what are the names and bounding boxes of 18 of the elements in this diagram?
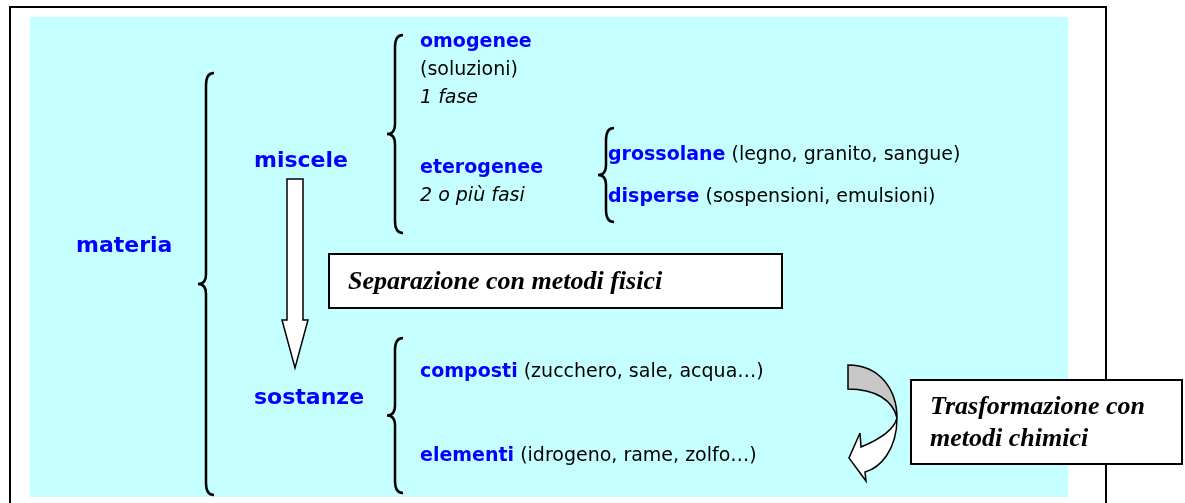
description-text: (soluzioni) (420, 56, 519, 81)
description-text: 2 o più fasi (420, 182, 526, 207)
category-label: materia (76, 231, 174, 259)
text-box (328, 253, 783, 309)
description-text: grossolane (legno, granito, sangue) (608, 141, 962, 166)
box-label: Separazione con metodi fisici (348, 265, 664, 297)
description-text: elementi (idrogeno, rame, zolfo…) (420, 442, 758, 467)
description-text: disperse (sospensioni, emulsioni) (608, 183, 937, 208)
category-label: eterogenee (420, 154, 545, 179)
box-label: Trasformazione con metodi chimici (930, 390, 1146, 454)
curved-arrow (847, 364, 898, 482)
category-label: sostanze (254, 383, 366, 411)
category-label: miscele (254, 146, 349, 174)
description-text: composti (zucchero, sale, acqua…) (420, 358, 765, 383)
block-arrow (281, 178, 309, 371)
text-box (910, 379, 1183, 465)
description-text: 1 fase (420, 84, 480, 109)
category-label: omogenee (420, 28, 533, 53)
